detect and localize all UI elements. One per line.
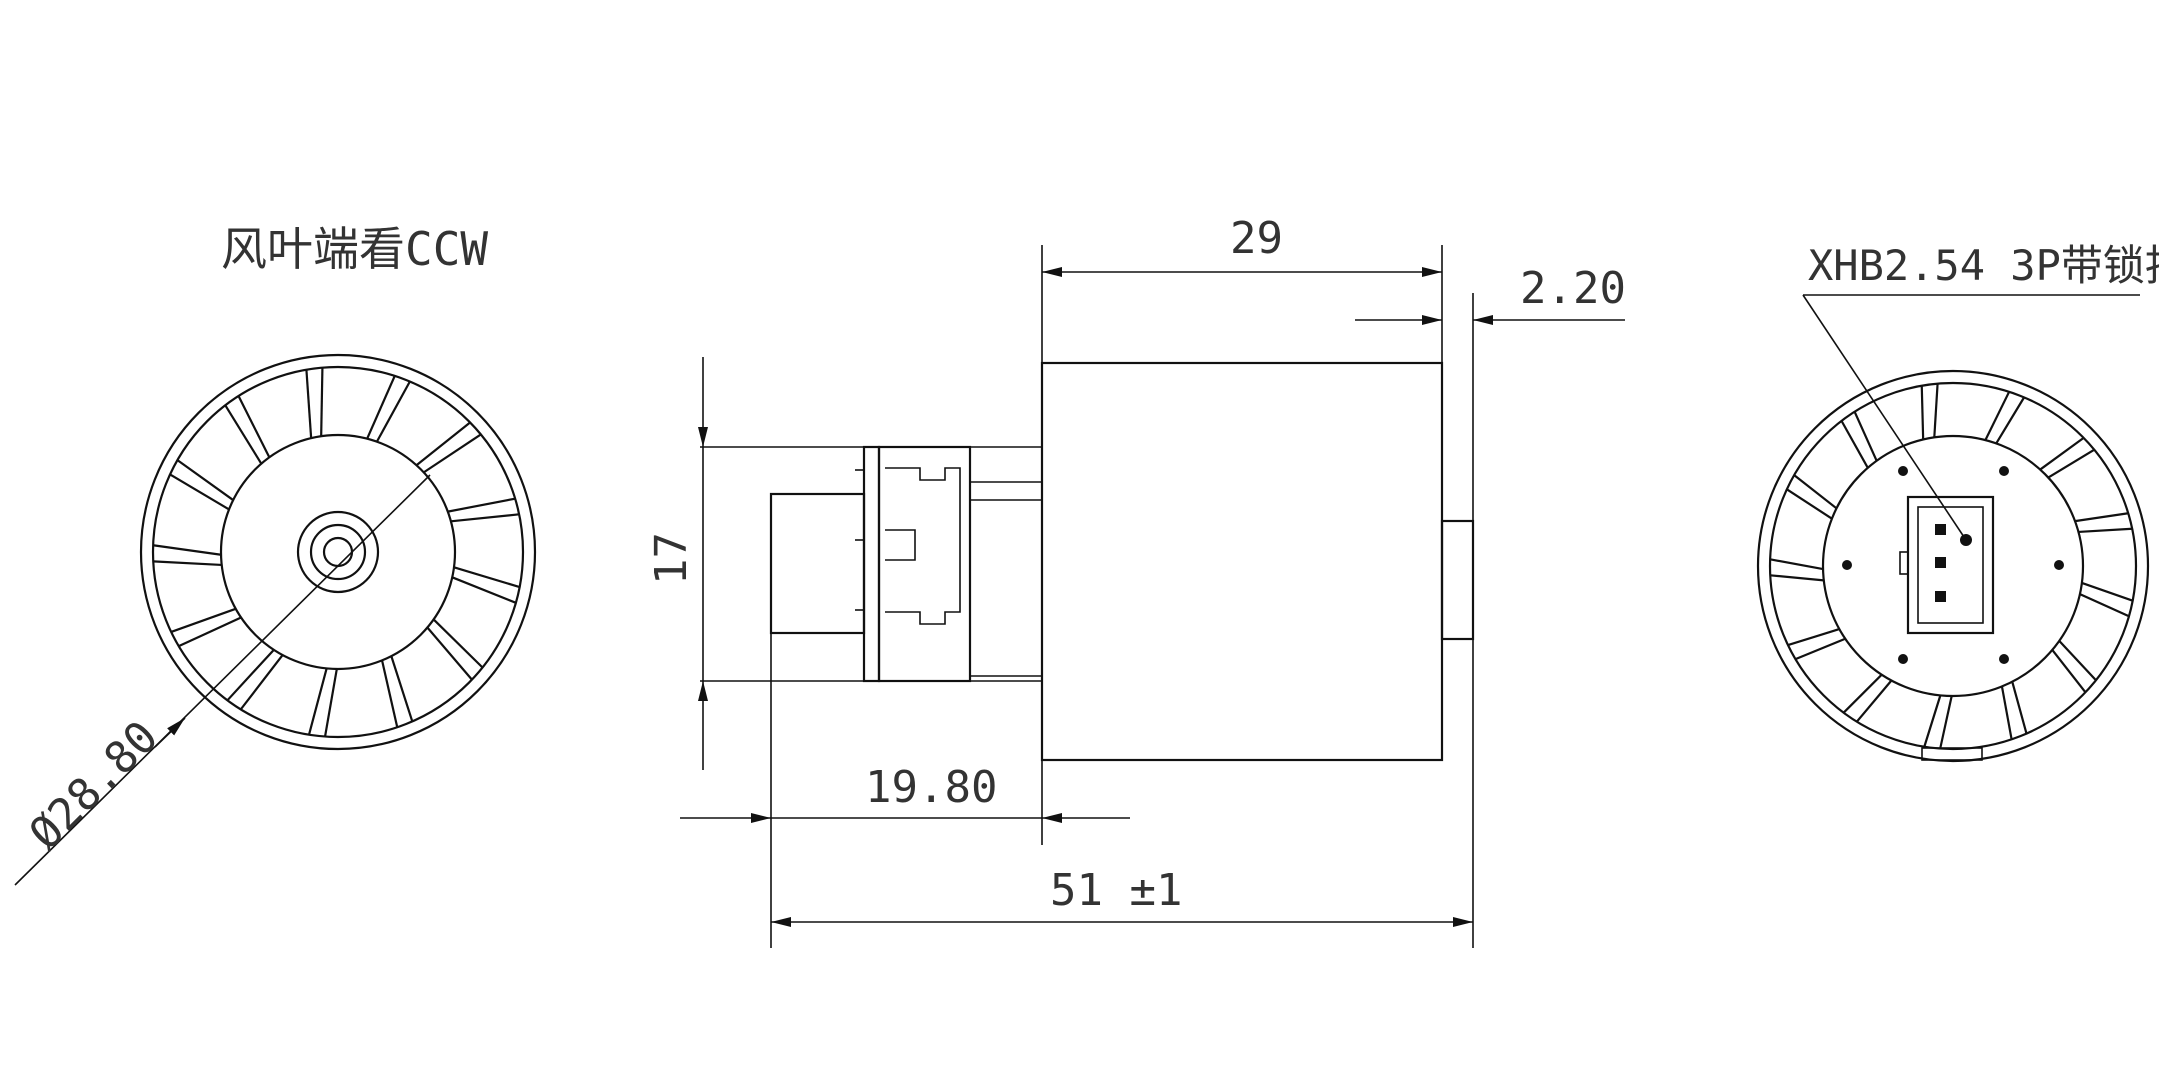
connector-latch xyxy=(885,529,916,561)
blade-edge-11-1 xyxy=(2047,448,2095,479)
pcb xyxy=(862,445,881,683)
blade-edge-1-0 xyxy=(2058,640,2097,681)
mount-hole-top-right xyxy=(1999,466,2009,476)
blade-edge-10-1 xyxy=(1995,396,2026,444)
connector-detail xyxy=(885,467,961,625)
blade-edge-6-0 xyxy=(153,560,222,567)
connector-note: XHB2.54 3P带锁扣 xyxy=(1808,241,2159,290)
fan-hub xyxy=(219,433,457,671)
blade-edge-3-1 xyxy=(307,668,328,735)
blade-edge-10-0 xyxy=(366,375,396,440)
diameter-label: Ø28.80 xyxy=(20,711,168,859)
dim-1980-label: 19.80 xyxy=(865,762,997,813)
blade-edge-4-1 xyxy=(1842,673,1883,714)
blade-edge-1-1 xyxy=(426,626,473,681)
connector-note-leader xyxy=(1802,294,1967,541)
blade-edge-2-0 xyxy=(2011,681,2028,734)
blade-edge-4-1 xyxy=(226,649,275,702)
blade-edge-7-0 xyxy=(1786,488,1833,520)
blade-edge-11-0 xyxy=(2039,436,2085,471)
blade-edge-1-1 xyxy=(2051,649,2087,693)
blade-edge-1-0 xyxy=(432,618,484,669)
blade-edge-5-0 xyxy=(178,616,242,648)
blade-edge-8-1 xyxy=(1853,411,1878,462)
blade-edge-4-0 xyxy=(1855,679,1893,723)
blade-edge-5-1 xyxy=(170,607,237,633)
connector-end-view: XHB2.54 3P带锁扣 xyxy=(1756,241,2159,763)
blade-edge-9-0 xyxy=(305,369,313,439)
shaft xyxy=(322,536,354,568)
fan-blades xyxy=(152,367,520,737)
fan-outer-ring xyxy=(139,353,537,751)
blade-edge-7-0 xyxy=(169,473,230,511)
view-title: 风叶端看CCW xyxy=(221,222,488,276)
blade-edge-2-1 xyxy=(2000,686,2013,740)
diameter-arrow xyxy=(154,717,186,748)
mount-hole-bottom-left xyxy=(1898,654,1908,664)
mount-hole-top-left xyxy=(1898,466,1908,476)
blade-edge-12-0 xyxy=(2074,512,2129,523)
connector-note-dot xyxy=(1960,534,1972,546)
blade-edge-2-0 xyxy=(390,655,414,722)
blade-edge-0-0 xyxy=(2081,581,2134,602)
xhb-pin-2 xyxy=(1935,557,1946,568)
blade-edge-9-1 xyxy=(320,367,324,437)
dim-220-label: 2.20 xyxy=(1520,263,1626,314)
blade-edge-0-1 xyxy=(2079,593,2130,618)
motor-body xyxy=(1040,361,1444,762)
blade-edge-9-1 xyxy=(1933,383,1939,438)
blade-edge-11-0 xyxy=(415,421,471,467)
xhb-pin-1 xyxy=(1935,524,1946,535)
mount-hole-left xyxy=(1842,560,1852,570)
blade-edge-5-0 xyxy=(1795,637,1846,661)
shaft-end xyxy=(1440,519,1475,641)
blade-edge-6-0 xyxy=(1770,574,1824,582)
xhb-connector-inner xyxy=(1917,506,1984,624)
fan-outer-ring-inner xyxy=(151,365,525,739)
shaft-ring xyxy=(309,523,367,581)
blade-edge-8-0 xyxy=(224,404,263,465)
blade-edge-2-1 xyxy=(380,660,399,728)
diameter-leader-line xyxy=(14,474,431,886)
xhb-pin-3 xyxy=(1935,591,1946,602)
rear-bottom-tab xyxy=(1921,747,1983,761)
side-view: 29 2.20 17 19.80 51 ±1 xyxy=(646,213,1626,948)
xhb-connector-latch xyxy=(1899,551,1909,575)
blade-edge-12-1 xyxy=(2078,527,2133,534)
blade-edge-7-1 xyxy=(176,459,234,501)
blade-edge-7-1 xyxy=(1793,474,1838,510)
blade-edge-10-1 xyxy=(375,381,411,443)
connector-housing xyxy=(877,445,972,683)
blade-edge-3-1 xyxy=(1923,695,1942,748)
blade-edge-6-1 xyxy=(152,544,222,556)
blade-edge-10-0 xyxy=(1984,391,2011,441)
blade-edge-0-1 xyxy=(451,576,517,604)
shaft-boss xyxy=(296,510,380,594)
rear-blades xyxy=(1769,383,2134,749)
rear-outer-ring-inner xyxy=(1768,381,2138,751)
rear-cap xyxy=(769,492,866,635)
mount-hole-bottom-right xyxy=(1999,654,2009,664)
blade-edge-12-0 xyxy=(447,497,516,513)
blade-edge-3-0 xyxy=(323,668,338,737)
blade-edge-12-1 xyxy=(450,513,520,523)
blade-edge-0-0 xyxy=(453,566,520,589)
blade-edge-3-0 xyxy=(1939,695,1953,749)
blade-edge-6-1 xyxy=(1769,558,1824,571)
rear-hub xyxy=(1821,434,2085,698)
blade-edge-8-1 xyxy=(237,395,271,458)
mount-hole-right xyxy=(2054,560,2064,570)
fan-end-view: Ø28.80 风叶端看CCW xyxy=(14,222,537,886)
blade-edge-8-0 xyxy=(1840,420,1869,469)
rear-outer-ring xyxy=(1756,369,2150,763)
blade-edge-9-0 xyxy=(1920,385,1925,440)
blade-edge-4-0 xyxy=(239,654,284,711)
dim-17-label: 17 xyxy=(646,532,697,585)
blade-edge-11-1 xyxy=(423,433,482,474)
dim-51-label: 51 ±1 xyxy=(1050,865,1182,916)
blade-edge-5-1 xyxy=(1787,628,1840,647)
dim-29-label: 29 xyxy=(1230,213,1283,264)
